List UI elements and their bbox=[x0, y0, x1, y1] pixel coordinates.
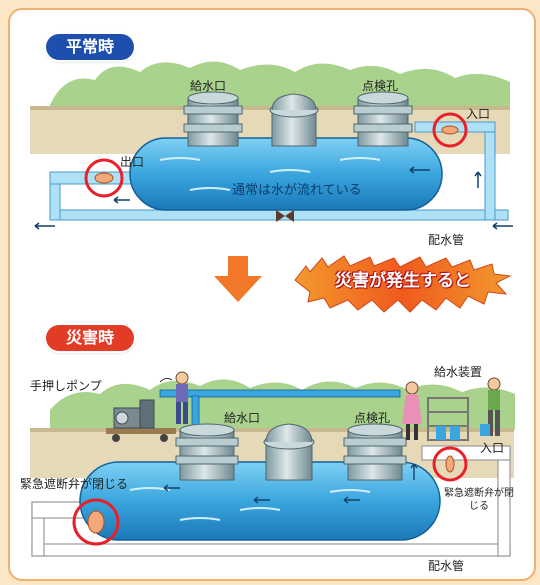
transition-text: 災害が発生すると bbox=[335, 271, 471, 291]
normal-scene bbox=[30, 61, 513, 230]
down-arrow bbox=[214, 256, 262, 302]
disaster-entrance-valve-circle bbox=[432, 446, 468, 482]
disaster-pipe-label: 配水管 bbox=[428, 559, 465, 573]
entrance-valve-note: 緊急遮断弁が閉じる bbox=[444, 488, 514, 512]
normal-inspection-tower bbox=[353, 91, 413, 147]
normal-inspection-label: 点検孔 bbox=[362, 79, 399, 93]
disaster-inlet-label: 給水口 bbox=[224, 411, 261, 425]
disaster-entrance-label: 入口 bbox=[480, 441, 505, 455]
disaster-inspection-label: 点検孔 bbox=[354, 411, 391, 425]
normal-entrance-valve bbox=[441, 125, 459, 135]
disaster-middle-tower bbox=[263, 423, 315, 481]
transition bbox=[214, 255, 512, 313]
normal-flow-text: 通常は水が流れている bbox=[232, 183, 362, 198]
normal-exit-label: 出口 bbox=[120, 155, 145, 169]
disaster-entrance-valve bbox=[445, 455, 455, 473]
normal-tank bbox=[129, 137, 443, 211]
supply-device-label: 給水装置 bbox=[434, 365, 483, 379]
person-man bbox=[480, 377, 501, 436]
normal-entrance-valve-circle bbox=[432, 112, 468, 148]
normal-inlet-label: 給水口 bbox=[190, 79, 227, 93]
disaster-flow-arrows bbox=[163, 463, 418, 504]
normal-pipe-label: 配水管 bbox=[428, 233, 465, 247]
disaster-scene bbox=[30, 371, 515, 557]
normal-entrance-label: 入口 bbox=[466, 107, 491, 121]
hand-pump bbox=[106, 399, 176, 442]
disaster-badge: 災害時 bbox=[46, 325, 134, 351]
disaster-exit-valve bbox=[87, 510, 105, 534]
supply-hose bbox=[159, 389, 401, 398]
supply-device bbox=[427, 397, 469, 441]
normal-flow-arrows bbox=[34, 166, 513, 230]
normal-inlet-tower bbox=[183, 91, 243, 147]
person-woman bbox=[402, 381, 422, 440]
diagram-canvas bbox=[30, 61, 515, 557]
emergency-valve-label: 緊急遮断弁が閉じる bbox=[20, 477, 129, 491]
normal-badge: 平常時 bbox=[46, 34, 134, 60]
person-pumping bbox=[159, 371, 189, 424]
normal-main-valve bbox=[276, 210, 294, 222]
disaster-inlet-tower bbox=[175, 423, 239, 481]
disaster-exit-valve-circle bbox=[72, 498, 120, 546]
normal-middle-tower bbox=[269, 93, 319, 147]
burst-shape bbox=[294, 255, 512, 313]
normal-exit-valve bbox=[94, 172, 114, 184]
normal-exit-valve-circle bbox=[84, 158, 124, 198]
diagram-frame: 平常時 給水口 点検孔 入口 出口 通常は水が流れている 配水管 災害が発生する… bbox=[8, 8, 536, 581]
disaster-inspection-tower bbox=[343, 423, 407, 481]
disaster-tank bbox=[79, 461, 441, 541]
hand-pump-label: 手押しポンプ bbox=[30, 379, 102, 393]
